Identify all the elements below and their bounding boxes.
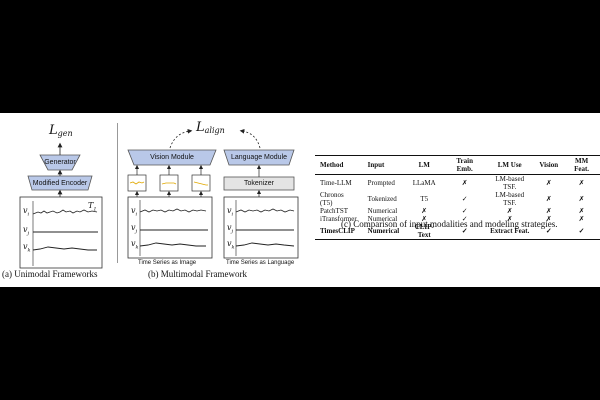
image-caption: Time Series as Image <box>138 260 197 266</box>
series-box-image <box>127 196 213 259</box>
table-header-cell: Train Emb. <box>444 155 486 175</box>
table-cell: ✗ <box>421 207 428 215</box>
t1-label: T1 <box>88 201 97 213</box>
language-caption: Time Series as Language <box>226 260 295 266</box>
table-header-cell: LM <box>404 155 445 175</box>
var-label-i-b1: vi <box>131 206 138 218</box>
table-cell: T5 <box>420 195 429 203</box>
table-header-cell: Method <box>315 155 363 175</box>
divider <box>117 123 118 263</box>
table-cell: ✗ <box>578 207 585 215</box>
table-cell: Chronos (T5) <box>320 191 344 207</box>
encoder-block: Modified Encoder <box>32 179 88 187</box>
table-header-cell: MM Feat. <box>563 155 600 175</box>
var-label-k-b1: vk <box>131 239 139 251</box>
table-cell: ✓ <box>444 223 486 240</box>
var-label-j-b2: vj <box>227 223 234 235</box>
table-cell: PatchTST <box>320 207 348 215</box>
table-cell: ✓ <box>534 223 564 240</box>
table-cell: ✗ <box>545 195 552 203</box>
table-cell: ✓ <box>461 207 468 215</box>
table-cell: Time-LLM <box>320 179 352 187</box>
table-cell: ✗ <box>545 179 552 187</box>
series-box-language <box>223 196 299 259</box>
tokenizer-block: Tokenizer <box>244 180 274 187</box>
table-cell: Numerical <box>362 223 405 240</box>
table-cell: ✗ <box>578 195 585 203</box>
table-cell: ✗ <box>578 215 585 223</box>
table-cell: TimesCLIP <box>315 223 363 240</box>
loss-align-label: Lalign <box>196 120 225 135</box>
loss-gen-label: Lgen <box>49 123 73 138</box>
vision-module-block: Vision Module <box>150 154 194 161</box>
table-cell: Tokenized <box>367 195 397 203</box>
table-cell: ✓ <box>563 223 600 240</box>
table-cell: ✗ <box>578 179 585 187</box>
var-label-k: vk <box>23 242 31 254</box>
var-label-i-b2: vi <box>227 206 234 218</box>
series-box-a <box>19 196 103 269</box>
language-module-shape <box>223 149 295 166</box>
table-cell: ✗ <box>506 215 513 223</box>
caption-a: (a) Unimodal Frameworks <box>2 269 98 279</box>
figure-panel: Lgen Generator Modified Encoder vi vj vk… <box>0 113 600 287</box>
panel-b-graphics <box>127 128 299 259</box>
table-cell: ✗ <box>421 215 428 223</box>
table-cell: LM-based TSF. <box>495 191 525 207</box>
table-cell: LM-based TSF. <box>495 175 525 191</box>
var-label-j: vj <box>23 225 30 237</box>
language-module-block: Language Module <box>230 154 288 161</box>
generator-shape <box>39 154 81 171</box>
table-cell: LLaMA <box>412 179 436 187</box>
table-cell: ✓ <box>461 195 468 203</box>
panel-a-graphics <box>19 142 103 269</box>
table-row: Chronos (T5) Tokenized T5 ✓ LM-based TSF. ✗ ✗ <box>315 191 600 207</box>
table-row: PatchTST Numerical ✗ ✓ ✗ ✗ ✗ <box>315 207 600 215</box>
table-cell: Numerical <box>367 215 398 223</box>
encoder-shape <box>27 175 93 191</box>
var-label-i: vi <box>23 206 30 218</box>
table-header-cell: Input <box>362 155 405 175</box>
table-cell: iTransformer <box>320 215 357 223</box>
table-cell: ✗ <box>506 207 513 215</box>
table-cell: Extract Feat. <box>485 223 535 240</box>
var-label-j-b1: vj <box>131 223 138 235</box>
table-header-cell: Vision <box>534 155 564 175</box>
table-cell: CLIP-Text <box>404 223 445 240</box>
table-cell: ✗ <box>545 215 552 223</box>
vision-module-shape <box>127 149 217 166</box>
table-header-cell: LM Use <box>485 155 535 175</box>
var-label-k-b2: vk <box>227 239 235 251</box>
table-cell: ✗ <box>461 179 468 187</box>
table-row: iTransformer Numerical ✗ ✓ ✗ ✗ ✗ <box>315 215 600 223</box>
table-cell: Prompted <box>367 179 395 187</box>
table-cell: ✓ <box>461 215 468 223</box>
table-row: Time-LLM Prompted LLaMA ✗ LM-based TSF. ✗ ✗ <box>315 175 600 192</box>
table-cell: Numerical <box>367 207 398 215</box>
caption-c: (c) Comparison of input modalities and m… <box>341 219 558 229</box>
table-cell: ✗ <box>545 207 552 215</box>
caption-b: (b) Multimodal Framework <box>148 269 247 279</box>
generator-block: Generator <box>44 159 76 166</box>
